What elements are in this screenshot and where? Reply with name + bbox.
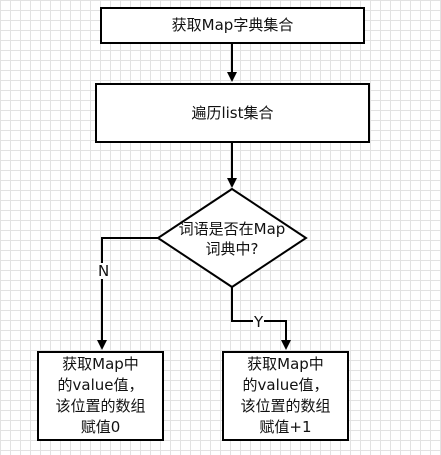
edge-label-no: N [97, 262, 111, 280]
yes-branch-line3: 该位置的数组 [240, 397, 331, 415]
no-branch-line3: 该位置的数组 [55, 397, 146, 415]
no-branch-line4: 赋值0 [80, 418, 121, 436]
arrow-decision-no [97, 237, 158, 350]
edge-label-yes: Y [253, 313, 265, 331]
decision-text-line1: 词语是否在Map [178, 220, 286, 238]
loop-box: 遍历list集合 [95, 83, 370, 143]
yes-branch-line4: 赋值+1 [259, 418, 312, 436]
no-branch-box: 获取Map中 的value值， 该位置的数组 赋值0 [37, 351, 164, 441]
no-branch-line1: 获取Map中 [62, 355, 139, 373]
loop-box-label: 遍历list集合 [191, 103, 274, 122]
no-branch-line2: 的value值， [57, 376, 144, 394]
yes-branch-line1: 获取Map中 [247, 355, 324, 373]
yes-branch-box: 获取Map中 的value值， 该位置的数组 赋值+1 [222, 351, 349, 441]
start-box: 获取Map字典集合 [100, 7, 365, 44]
decision-text-line2: 词典中? [205, 240, 259, 258]
start-box-label: 获取Map字典集合 [171, 16, 294, 34]
decision-text: 词语是否在Map 词典中? [162, 219, 302, 259]
yes-branch-line2: 的value值， [242, 376, 329, 394]
